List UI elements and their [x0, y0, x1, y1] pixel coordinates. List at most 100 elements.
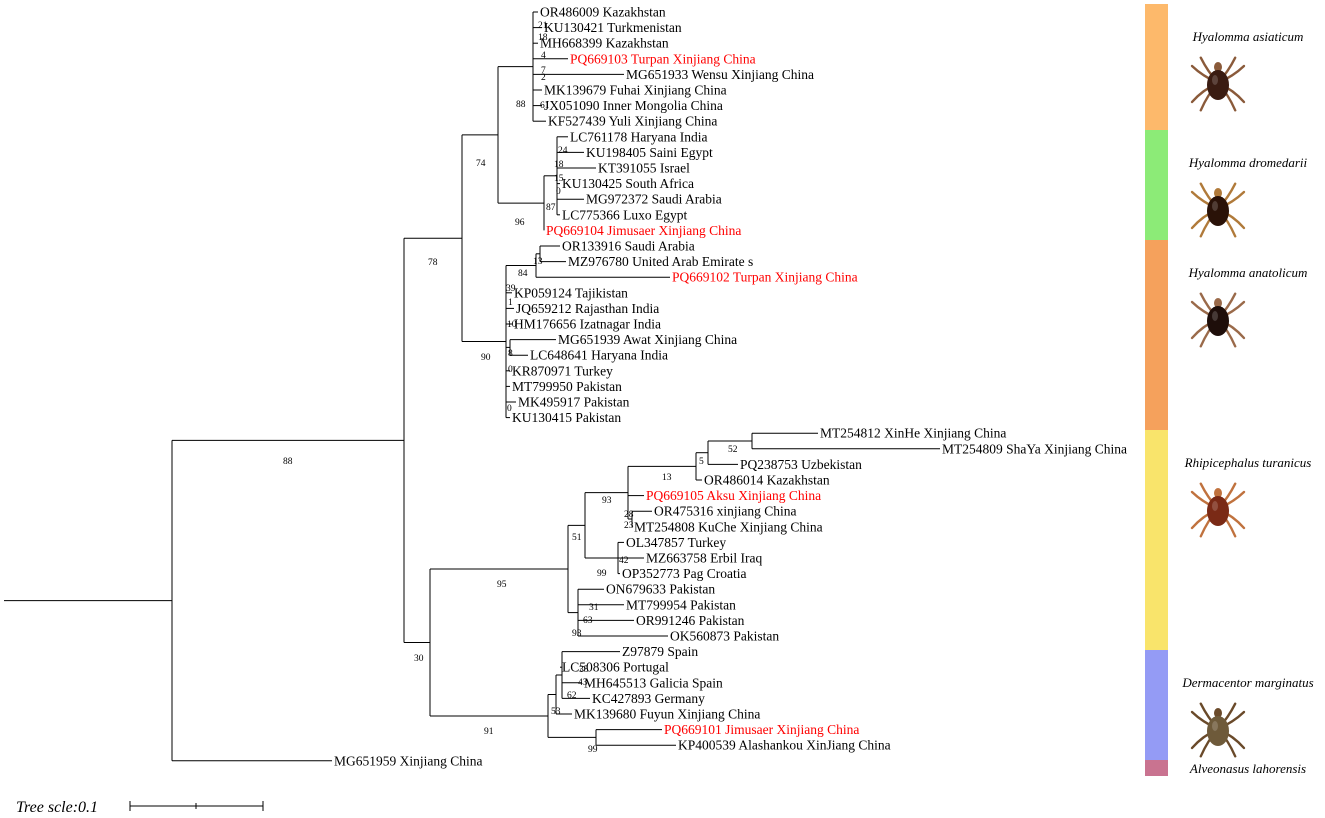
- bootstrap-value: 96: [515, 218, 525, 228]
- leaf-label: LC648641 Haryana India: [530, 348, 668, 363]
- bootstrap-value: 51: [572, 533, 582, 543]
- bootstrap-value: 24: [558, 146, 568, 156]
- leaf-label: ON679633 Pakistan: [606, 582, 715, 597]
- leaf-label: JQ659212 Rajasthan India: [516, 301, 659, 316]
- bootstrap-value: 52: [728, 445, 738, 455]
- leaf-label: OK560873 Pakistan: [670, 629, 779, 644]
- leaf-label: OR486014 Kazakhstan: [704, 473, 830, 488]
- leaf-label: PQ669104 Jimusaer Xinjiang China: [546, 223, 741, 238]
- bootstrap-value: 35: [579, 665, 589, 675]
- tree-branches: [4, 11, 940, 762]
- leaf-label: PQ669102 Turpan Xinjiang China: [672, 270, 858, 285]
- leaf-label: MH645513 Galicia Spain: [584, 675, 723, 690]
- leaf-label: PQ669105 Aksu Xinjiang China: [646, 488, 821, 503]
- clade-bar-marginatus: [1145, 650, 1168, 760]
- leaf-label: LC508306 Portugal: [562, 660, 669, 675]
- leaf-label: MZ976780 United Arab Emirate s: [568, 254, 753, 269]
- leaf-label: PQ238753 Uzbekistan: [740, 457, 862, 472]
- bootstrap-value: 8: [508, 349, 513, 359]
- bootstrap-value: 2: [541, 73, 546, 83]
- leaf-label: KU130425 South Africa: [562, 176, 694, 191]
- bootstrap-value: 62: [567, 691, 577, 701]
- bootstrap-value: 28: [624, 510, 634, 520]
- bootstrap-value: 95: [497, 580, 507, 590]
- clade-label-marginatus: Dermacentor marginatus: [1181, 675, 1313, 690]
- leaf-label: KT391055 Israel: [598, 161, 690, 176]
- bootstrap-value: 93: [602, 496, 612, 506]
- leaf-label: HM176656 Izatnagar India: [514, 317, 661, 332]
- bootstrap-value: 15: [554, 174, 564, 184]
- leaf-label: OL347857 Turkey: [626, 535, 726, 550]
- clade-label-lahorensis: Alveonasus lahorensis: [1189, 761, 1306, 776]
- leaf-label: OR475316 xinjiang China: [654, 504, 797, 519]
- leaf-label: MT799950 Pakistan: [512, 379, 622, 394]
- tick-photo-icon: [1190, 702, 1246, 758]
- bootstrap-value: 21: [538, 21, 548, 31]
- clade-bar-turanicus: [1145, 430, 1168, 650]
- clade-bar-asiaticum: [1145, 4, 1168, 130]
- bootstrap-value: 0: [508, 365, 513, 375]
- leaf-label: MG651959 Xinjiang China: [334, 753, 483, 768]
- leaf-label: OR133916 Saudi Arabia: [562, 239, 695, 254]
- clade-label-turanicus: Rhipicephalus turanicus: [1184, 455, 1312, 470]
- bootstrap-value: 90: [481, 353, 491, 363]
- bootstrap-value: 53: [551, 707, 561, 717]
- bootstrap-value: 4: [541, 51, 546, 61]
- bootstrap-value: 18: [538, 33, 548, 43]
- leaf-label: MG651933 Wensu Xinjiang China: [626, 67, 814, 82]
- leaf-label: MT799954 Pakistan: [626, 597, 736, 612]
- scale-label: Tree scle:0.1: [16, 799, 98, 816]
- bootstrap-value: 1: [508, 298, 513, 308]
- leaf-label: PQ669103 Turpan Xinjiang China: [570, 51, 756, 66]
- leaf-label: KF527439 Yuli Xinjiang China: [548, 114, 717, 129]
- leaf-label: MT254808 KuChe Xinjiang China: [634, 519, 823, 534]
- bootstrap-value: 42: [619, 556, 629, 566]
- leaf-label: MK139680 Fuyun Xinjiang China: [574, 707, 760, 722]
- clade-bar-anatolicum: [1145, 240, 1168, 430]
- bootstrap-value: 93: [572, 629, 582, 639]
- bootstrap-value: 43: [578, 678, 588, 688]
- leaf-label: MT254809 ShaYa Xinjiang China: [942, 441, 1127, 456]
- leaf-label: MH668399 Kazakhstan: [540, 36, 669, 51]
- leaf-label: KU130415 Pakistan: [512, 410, 621, 425]
- bootstrap-value: 74: [476, 159, 486, 169]
- leaf-label: OR486009 Kazakhstan: [540, 5, 666, 20]
- bootstrap-value: 88: [283, 457, 293, 467]
- leaf-label: LC761178 Haryana India: [570, 129, 707, 144]
- bootstrap-value: 87: [546, 203, 556, 213]
- leaf-label: MG972372 Saudi Arabia: [586, 192, 722, 207]
- bootstrap-value: 39: [506, 284, 516, 294]
- bootstrap-value: 31: [589, 603, 599, 613]
- bootstrap-value: 0: [507, 404, 512, 414]
- tick-photo-icon: [1190, 56, 1246, 112]
- leaf-label: MK139679 Fuhai Xinjiang China: [544, 83, 727, 98]
- bootstrap-value: 23: [624, 521, 634, 531]
- leaf-label: LC775366 Luxo Egypt: [562, 207, 687, 222]
- clade-bar-lahorensis: [1145, 760, 1168, 776]
- bootstrap-value: 13: [662, 473, 672, 483]
- leaf-label: JX051090 Inner Mongolia China: [544, 98, 723, 113]
- bootstrap-value: 99: [588, 745, 598, 755]
- leaf-label: OR991246 Pakistan: [636, 613, 745, 628]
- leaf-label: MT254812 XinHe Xinjiang China: [820, 426, 1006, 441]
- bootstrap-value: 0: [556, 187, 561, 197]
- clade-label-asiaticum: Hyalomma asiaticum: [1192, 29, 1304, 44]
- leaf-label: MZ663758 Erbil Iraq: [646, 551, 762, 566]
- leaf-label: OP352773 Pag Croatia: [622, 566, 747, 581]
- clade-label-dromedarii: Hyalomma dromedarii: [1188, 155, 1308, 170]
- leaf-label: KC427893 Germany: [592, 691, 705, 706]
- leaf-label: KR870971 Turkey: [512, 363, 613, 378]
- scale-bar: Tree scle:0.1: [16, 799, 264, 816]
- leaf-label: PQ669101 Jimusaer Xinjiang China: [664, 722, 859, 737]
- bootstrap-value: 78: [428, 258, 438, 268]
- bootstrap-value: 61: [540, 101, 550, 111]
- bootstrap-value: 5: [699, 457, 704, 467]
- leaf-label: KU198405 Saini Egypt: [586, 145, 713, 160]
- clade-label-anatolicum: Hyalomma anatolicum: [1188, 265, 1308, 280]
- clade-bar-dromedarii: [1145, 130, 1168, 240]
- leaf-label: KU130421 Turkmenistan: [544, 20, 682, 35]
- bootstrap-value: 13: [533, 257, 543, 267]
- leaf-label: MK495917 Pakistan: [518, 395, 630, 410]
